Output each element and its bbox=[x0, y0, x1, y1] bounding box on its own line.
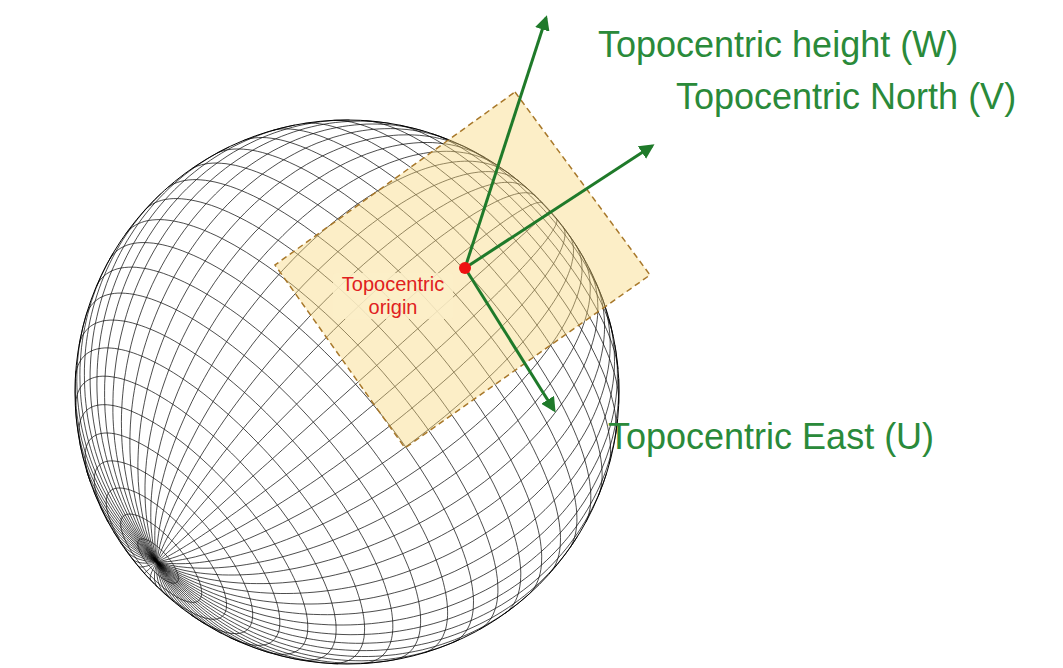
axis-label: Topocentric height (W) bbox=[598, 24, 958, 65]
height-axis-arrow bbox=[465, 18, 546, 268]
axis-label: Topocentric East (U) bbox=[608, 416, 934, 457]
north-axis-arrow bbox=[465, 146, 652, 268]
axis-label: Topocentric North (V) bbox=[676, 76, 1016, 117]
east-axis-arrow bbox=[465, 268, 554, 410]
origin-label: Topocentric origin bbox=[333, 273, 453, 319]
origin-dot bbox=[459, 262, 471, 274]
tangent-plane bbox=[275, 92, 650, 448]
